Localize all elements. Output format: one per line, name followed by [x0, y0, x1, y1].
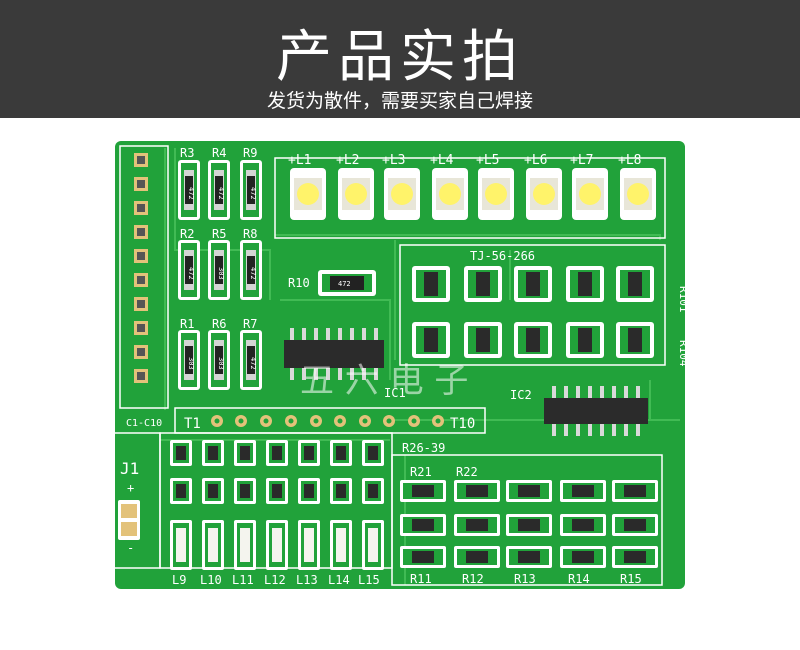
label-r1: R1 [180, 317, 194, 331]
chip-code: 303 [187, 357, 195, 370]
label-ic2: IC2 [510, 388, 532, 402]
chip-code: 472 [249, 267, 257, 280]
chip-code: 472 [217, 187, 225, 200]
label-ic1: IC1 [384, 386, 406, 400]
label-j1: J1 [120, 459, 139, 478]
label-l1: +L1 [288, 153, 311, 168]
label-l10: L10 [200, 573, 222, 587]
label-r22: R22 [456, 465, 478, 479]
label-r14: R14 [568, 572, 590, 586]
chip-code: 472 [338, 280, 351, 288]
label-r104: R104 [677, 340, 690, 367]
page-title: 产品实拍 [276, 25, 524, 90]
chip-code: 303 [217, 357, 225, 370]
label-r6: R6 [212, 317, 226, 331]
label-r10: R10 [288, 276, 310, 290]
label-l11: L11 [232, 573, 254, 587]
chip-code: 472 [187, 267, 195, 280]
chip-code: 303 [217, 267, 225, 280]
page-subtitle: 发货为散件，需要买家自己焊接 [266, 90, 533, 112]
label-r7: R7 [243, 317, 257, 331]
label-r15: R15 [620, 572, 642, 586]
label-l9: L9 [172, 573, 186, 587]
capacitor-column [134, 153, 148, 383]
label-r2: R2 [180, 227, 194, 241]
label-r26-39: R26-39 [402, 441, 445, 455]
label-l6: +L6 [524, 153, 547, 168]
label-r3: R3 [180, 146, 194, 160]
bottom-right-array: R26-39 R21 R22 R11 R12 R13 R14 R15 [400, 441, 658, 586]
resistor-r10: R10 472 [288, 270, 376, 296]
label-l7: +L7 [570, 153, 593, 168]
led-row: +L1 +L2 +L3 +L4 +L5 +L6 +L7 +L8 [288, 153, 656, 220]
label-l15: L15 [358, 573, 380, 587]
chip-code: 472 [187, 187, 195, 200]
label-l5: +L5 [476, 153, 499, 168]
label-l3: +L3 [382, 153, 405, 168]
resistor-block-left: R3 R4 R9 R2 R5 R8 R1 R6 R7 472 472 472 4… [178, 146, 262, 390]
label-l4: +L4 [430, 153, 454, 168]
ic1-chip: IC1 [284, 328, 406, 400]
ic2-chip: IC2 [510, 386, 648, 436]
label-r9: R9 [243, 146, 257, 160]
label-r21: R21 [410, 465, 432, 479]
chip-code: 472 [249, 357, 257, 370]
bottom-left-array: L9 L10 L11 L12 L13 L14 L15 [170, 440, 384, 587]
label-c-range: C1-C10 [126, 418, 162, 429]
label-plus: + [127, 481, 134, 495]
silk-outlines [109, 145, 666, 586]
chip-code: 472 [249, 187, 257, 200]
label-l8: +L8 [618, 153, 641, 168]
label-r11: R11 [410, 572, 432, 586]
label-r101: R101 [677, 286, 690, 313]
label-r13: R13 [514, 572, 536, 586]
label-r8: R8 [243, 227, 257, 241]
header-banner: 产品实拍 发货为散件，需要买家自己焊接 [0, 0, 800, 118]
label-r12: R12 [462, 572, 484, 586]
j1-connector: J1 + - [118, 459, 140, 555]
label-t1: T1 [184, 416, 201, 432]
label-l13: L13 [296, 573, 318, 587]
pcb-photo: R3 R4 R9 R2 R5 R8 R1 R6 R7 472 472 472 4… [109, 141, 690, 589]
watermark: 五 六 电 子 [300, 361, 468, 401]
resistor-network-grid: TJ-56-266 R101 R104 [412, 249, 690, 367]
label-r4: R4 [212, 146, 226, 160]
label-l12: L12 [264, 573, 286, 587]
label-t10: T10 [450, 416, 475, 432]
header-pads: T1 T10 C1-C10 [126, 415, 475, 432]
label-l14: L14 [328, 573, 350, 587]
label-l2: +L2 [336, 153, 359, 168]
label-minus: - [127, 541, 134, 555]
label-r5: R5 [212, 227, 226, 241]
model-label: TJ-56-266 [470, 249, 535, 263]
